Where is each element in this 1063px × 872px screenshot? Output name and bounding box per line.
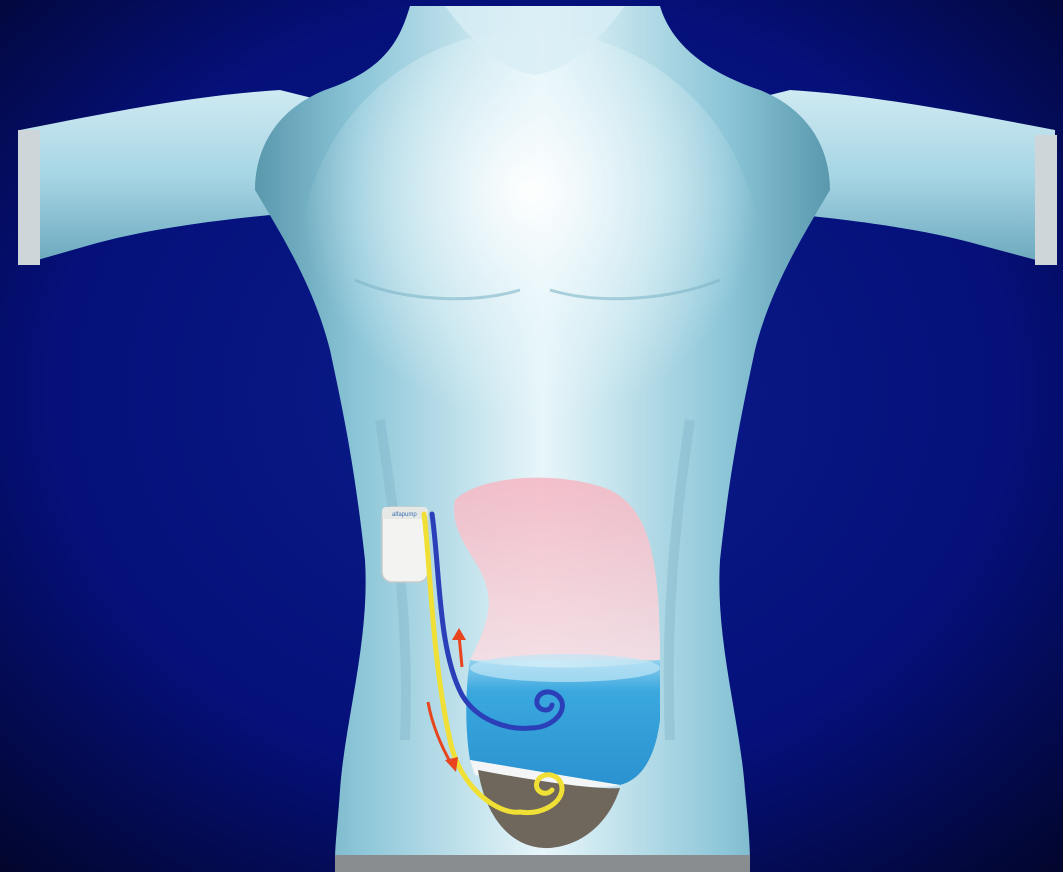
pump-brand-label: alfapump xyxy=(392,512,417,518)
bladder-region xyxy=(454,478,660,660)
fluid-surface xyxy=(470,654,660,682)
waist-band xyxy=(335,855,750,872)
right-arm-end xyxy=(1035,135,1057,265)
implanted-pump-icon xyxy=(382,507,428,582)
left-arm-end xyxy=(18,130,40,265)
